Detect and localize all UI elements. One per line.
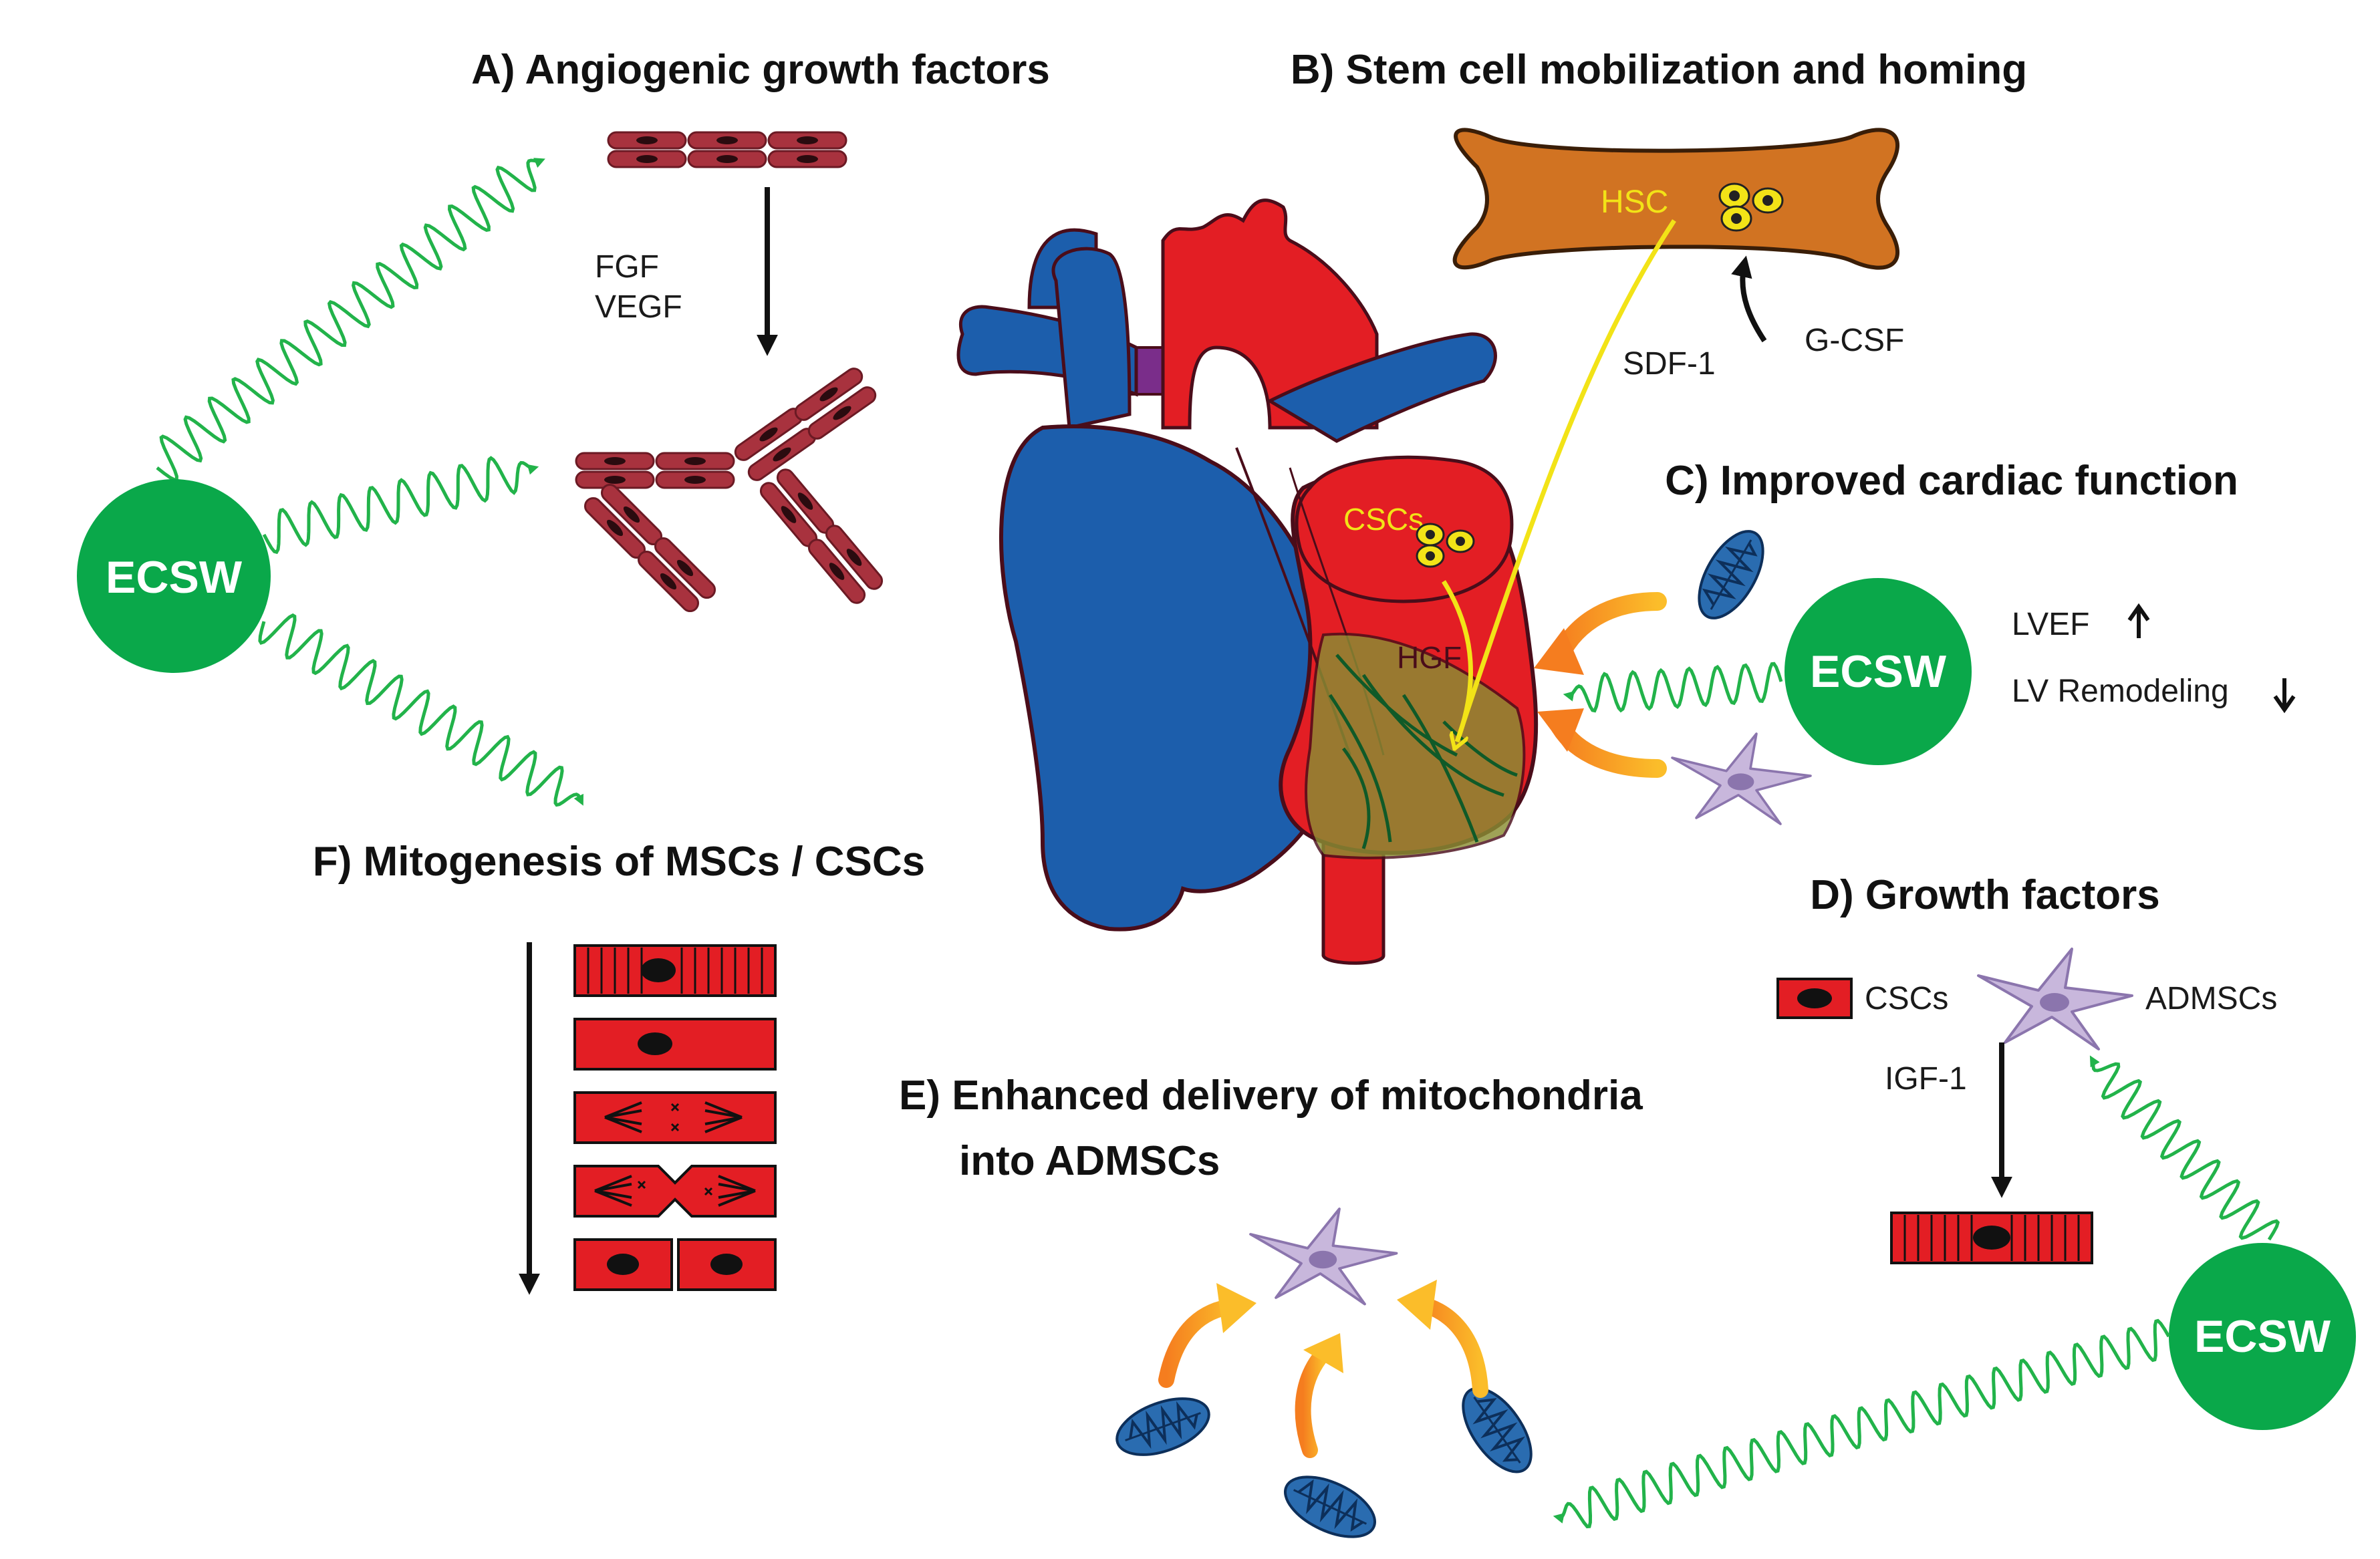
- csc-striations: [1903, 1215, 2080, 1261]
- section-b-stem-cells: B) Stem cell mobilization and homing HSC…: [1291, 47, 2027, 382]
- orange-arrowhead-lower: [1537, 708, 1584, 752]
- csc-homing-arrow: [1442, 580, 1473, 742]
- gcsf-label: G-CSF: [1805, 323, 1904, 358]
- orange-arrow-e-middle: [1295, 1345, 1331, 1458]
- proliferated-csc-nucleus: [1973, 1226, 2010, 1250]
- mitosis-stage-3: [573, 1091, 777, 1144]
- section-e-title-line1: E) Enhanced delivery of mitochondria: [899, 1073, 1643, 1119]
- mitochondrion-bottom-icon: [1275, 1463, 1385, 1551]
- ecsw-circle-d: [2169, 1243, 2356, 1430]
- section-c-title: C) Improved cardiac function: [1665, 458, 2238, 504]
- section-f-title: F) Mitogenesis of MSCs / CSCs: [313, 839, 925, 885]
- admscs-label: ADMSCs: [2145, 981, 2277, 1016]
- right-ventricle: [999, 424, 1347, 932]
- endothelial-cell-row: [607, 131, 847, 168]
- section-e-title-line2: into ADMSCs: [959, 1138, 1220, 1184]
- ecsw-label-c: ECSW: [1810, 646, 1947, 697]
- admsc-cell-icon: [1977, 948, 2133, 1050]
- gcsf-arrow: [1731, 255, 1767, 343]
- sdf1-homing-arrow: [1457, 219, 1676, 742]
- hsc-label: HSC: [1601, 184, 1668, 220]
- section-e-mitochondria: E) Enhanced delivery of mitochondria int…: [899, 1073, 1643, 1551]
- mitosis-stage-4: [573, 1165, 777, 1218]
- orange-arrowhead-e-left: [1216, 1283, 1257, 1333]
- mitochondrion-right-icon: [1448, 1375, 1546, 1485]
- bone-icon: [1452, 128, 1899, 270]
- superior-vena-cava: [1051, 247, 1132, 430]
- hgf-label: HGF: [1397, 640, 1462, 675]
- section-a-title: A) Angiogenic growth factors: [471, 47, 1050, 93]
- section-d-growth-factors: D) Growth factors CSCs ADMSCs IGF-1 ECSW: [1776, 872, 2356, 1430]
- ecsw-circle-left: [77, 479, 271, 673]
- mitochondrion-icon: [1684, 519, 1778, 630]
- pulmonary-artery-right: [1266, 332, 1497, 443]
- shockwave-to-vessels-top: [156, 158, 545, 482]
- section-c-cardiac-function: C) Improved cardiac function ECSW LVEF L…: [1534, 458, 2296, 825]
- orange-arrowhead-upper: [1534, 628, 1584, 675]
- cscs-heart-label: CSCs: [1343, 502, 1424, 537]
- admsc-target-icon: [1249, 1208, 1398, 1306]
- aorta: [1161, 198, 1379, 430]
- shockwave-to-mitogenesis: [258, 613, 584, 807]
- shockwave-to-vessels-branch: [262, 456, 539, 555]
- admsc-icon: [1671, 732, 1812, 825]
- ecsw-source-left: ECSW: [77, 158, 584, 807]
- arrow-down-icon: [2273, 678, 2296, 714]
- ecsw-label-left: ECSW: [106, 552, 243, 603]
- ecsw-label-d: ECSW: [2194, 1311, 2331, 1362]
- section-d-title: D) Growth factors: [1810, 872, 2160, 918]
- igf1-label: IGF-1: [1885, 1061, 1967, 1097]
- mitochondrion-left-icon: [1108, 1386, 1218, 1467]
- orange-arrowhead-e-middle: [1303, 1333, 1343, 1373]
- lvef-label: LVEF: [2012, 607, 2089, 642]
- mitosis-stage-1: [573, 944, 777, 997]
- vegf-label: VEGF: [595, 289, 682, 325]
- shockwave-to-mitochondria: [1553, 1318, 2171, 1529]
- shockwave-to-admscs: [2089, 1055, 2280, 1241]
- csc-nucleus: [1797, 988, 1832, 1008]
- csc-cells: [1416, 523, 1475, 568]
- fgf-label: FGF: [595, 249, 659, 285]
- section-f-mitogenesis: F) Mitogenesis of MSCs / CSCs: [313, 839, 925, 1295]
- branching-vessel: [575, 364, 886, 615]
- cscs-label: CSCs: [1865, 981, 1948, 1016]
- shockwave-to-heart: [1563, 662, 1783, 713]
- section-a-angiogenesis: A) Angiogenic growth factors FGF VEGF: [471, 47, 1050, 615]
- lv-remodeling-label: LV Remodeling: [2012, 674, 2229, 709]
- hsc-cells: [1718, 182, 1784, 232]
- mitosis-stage-5: [573, 1238, 777, 1291]
- mitosis-stage-2: [573, 1018, 777, 1071]
- ischemic-vessels: [1328, 654, 1518, 849]
- ecsw-circle-c: [1784, 578, 1972, 765]
- descending-aorta: [1321, 833, 1385, 965]
- section-b-title: B) Stem cell mobilization and homing: [1291, 47, 2027, 93]
- orange-arrowhead-e-right: [1397, 1280, 1437, 1330]
- csc-cell-icon: [1776, 978, 1853, 1019]
- arrow-up-icon: [2127, 603, 2150, 638]
- left-atrium: [1295, 455, 1514, 603]
- sdf1-label: SDF-1: [1623, 346, 1716, 382]
- heart-illustration: CSCs HGF: [956, 198, 1676, 965]
